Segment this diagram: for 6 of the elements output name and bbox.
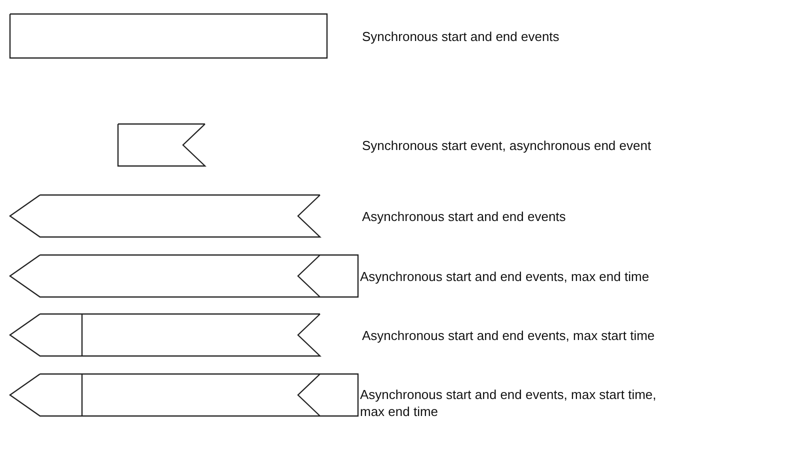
legend-label: Asynchronous start and end events xyxy=(362,208,567,225)
legend-label: Synchronous start event, asynchronous end event xyxy=(362,137,652,154)
legend-label: Asynchronous start and end events, max start time, max end time xyxy=(360,386,658,420)
legend-label: Asynchronous start and end events, max end time xyxy=(360,268,650,285)
legend-label: Asynchronous start and end events, max start time xyxy=(362,327,656,344)
legend-label: Synchronous start and end events xyxy=(362,28,560,45)
